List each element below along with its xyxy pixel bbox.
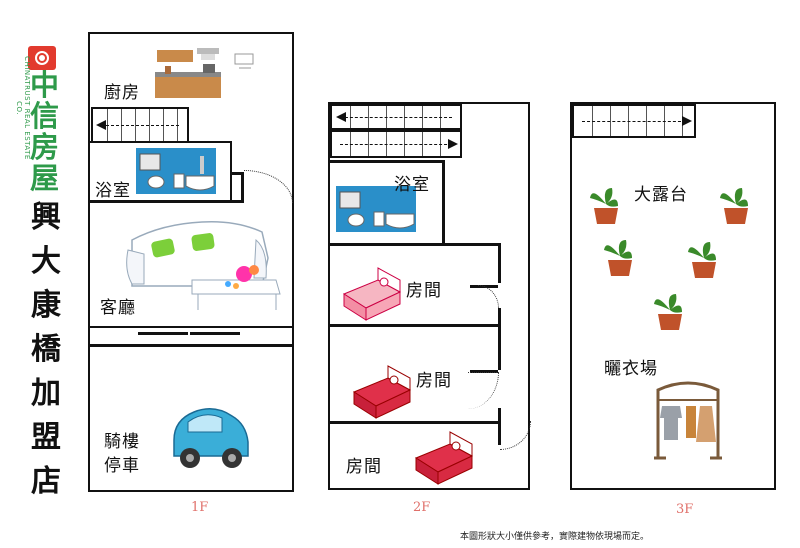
room-label-kitchen: 廚房 xyxy=(104,83,140,103)
room-label-laundry: 曬衣場 xyxy=(604,359,658,379)
bathtub-icon xyxy=(336,186,416,232)
logo-mark-icon xyxy=(28,46,56,70)
title-char: 店 xyxy=(31,464,61,499)
room-label-room-1: 房間 xyxy=(406,281,442,301)
title-char: 加 xyxy=(31,376,61,411)
stairs-arrow-icon xyxy=(682,116,692,126)
room-label-bathroom-1f: 浴室 xyxy=(95,181,131,201)
bed-icon xyxy=(342,267,402,321)
title-char: 興 xyxy=(31,200,61,235)
room-label-terrace: 大露台 xyxy=(634,185,688,205)
brand-logo: 中信房屋 CHINATRUST REAL ESTATE CO. xyxy=(14,44,84,194)
floor-label-1f: 1F xyxy=(191,500,209,515)
kitchen-icon xyxy=(155,48,254,98)
title-char: 大 xyxy=(31,244,61,279)
room-label-bathroom-2f: 浴室 xyxy=(394,175,430,195)
stairs-3f xyxy=(572,104,696,138)
title-char: 橋 xyxy=(31,332,61,367)
floor-label-2f: 2F xyxy=(413,500,431,515)
room-label-living: 客廳 xyxy=(100,298,136,318)
stairs-arrow-icon xyxy=(336,112,346,122)
room-label-room-3: 房間 xyxy=(346,457,382,477)
room-label-arcade: 騎樓 xyxy=(104,432,140,452)
room-label-parking: 停車 xyxy=(104,456,140,476)
potted-plant-icon xyxy=(654,294,682,330)
car-icon xyxy=(173,408,249,468)
stairs-arrow-icon xyxy=(448,139,458,149)
floor-label-3f: 3F xyxy=(676,502,694,517)
sofa-icon xyxy=(126,220,281,310)
title-char: 康 xyxy=(31,288,61,323)
clothes-rack-icon xyxy=(654,381,722,460)
bathtub-icon xyxy=(136,148,216,194)
stairs-1f xyxy=(91,107,189,143)
brand-name-cn: 中信房屋 xyxy=(30,68,60,195)
title-char: 盟 xyxy=(31,420,61,455)
bed-icon xyxy=(352,365,412,419)
stairs-arrow-icon xyxy=(96,120,106,130)
potted-plant-icon xyxy=(688,242,716,278)
stairs-2f-upper xyxy=(330,104,462,130)
potted-plant-icon xyxy=(604,240,632,276)
brand-name-en: CHINATRUST REAL ESTATE CO. xyxy=(15,56,31,160)
potted-plant-icon xyxy=(590,188,618,224)
room-label-room-2: 房間 xyxy=(416,371,452,391)
potted-plant-icon xyxy=(720,188,748,224)
bed-icon xyxy=(414,431,474,485)
disclaimer-note: 本圖形狀大小僅供參考，實際建物依現場而定。 xyxy=(460,532,650,542)
stairs-2f-lower xyxy=(330,130,462,158)
